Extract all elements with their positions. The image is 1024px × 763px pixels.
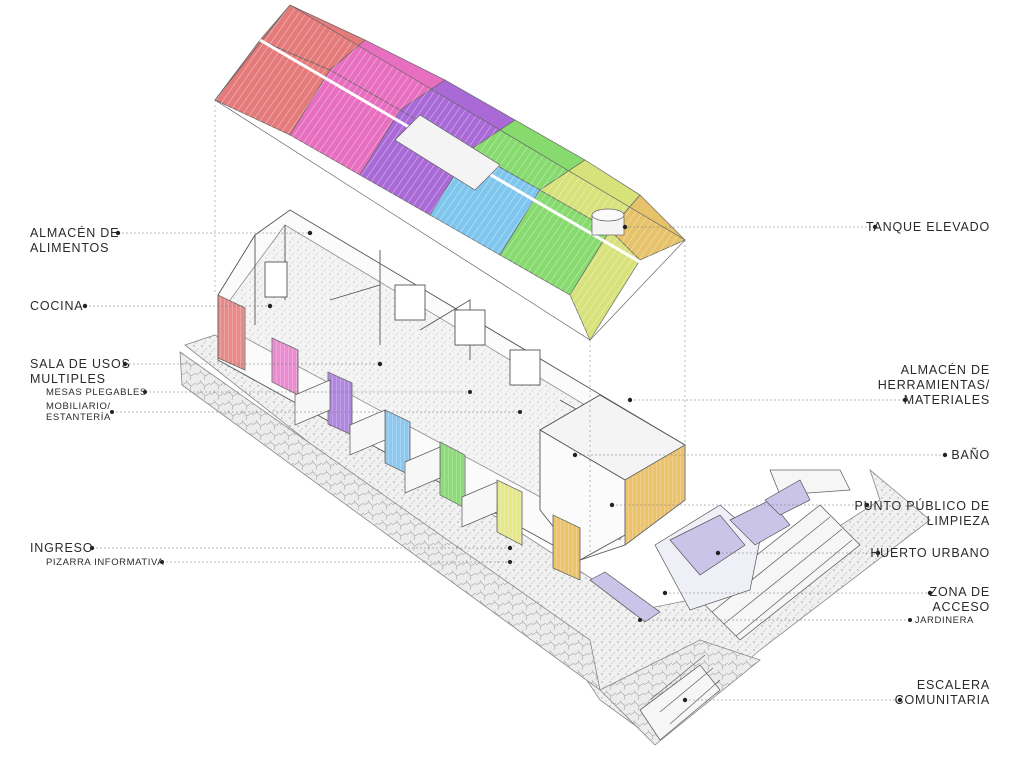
label-mobiliario-estanteria: MOBILIARIO/ ESTANTERÍA (46, 401, 111, 423)
label-escalera-comunitaria: ESCALERA COMUNITARIA (894, 678, 990, 707)
label-cocina: COCINA (30, 299, 84, 313)
roof (214, 4, 686, 341)
label-almacen-alimentos: ALMACÉN DE ALIMENTOS (30, 226, 120, 255)
label-mesas-plegables: MESAS PLEGABLES (46, 387, 147, 398)
building (217, 209, 686, 561)
leader-lines (85, 226, 945, 701)
label-bano: BAÑO (951, 448, 990, 462)
label-jardinera: JARDINERA (914, 615, 974, 626)
facade-planters (294, 379, 498, 528)
community-stair (639, 469, 861, 741)
label-punto-publico-limpieza: PUNTO PÚBLICO DE LIMPIEZA (854, 499, 990, 528)
label-pizarra-informativa: PIZARRA INFORMATIVA (46, 557, 165, 568)
label-zona-acceso: ZONA DE ACCESO (929, 585, 990, 614)
label-almacen-herramientas: ALMACÉN DE HERRAMIENTAS/ MATERIALES (877, 363, 990, 407)
projection-lines (214, 100, 686, 555)
urban-garden (589, 479, 811, 623)
facade-slats (217, 294, 686, 581)
label-sala-usos-multiples: SALA DE USOS MULTIPLES (30, 357, 131, 386)
label-tanque-elevado: TANQUE ELEVADO (866, 220, 990, 234)
leader-dots (82, 224, 948, 703)
label-huerto-urbano: HUERTO URBANO (870, 546, 990, 560)
label-ingreso: INGRESO (30, 541, 94, 555)
